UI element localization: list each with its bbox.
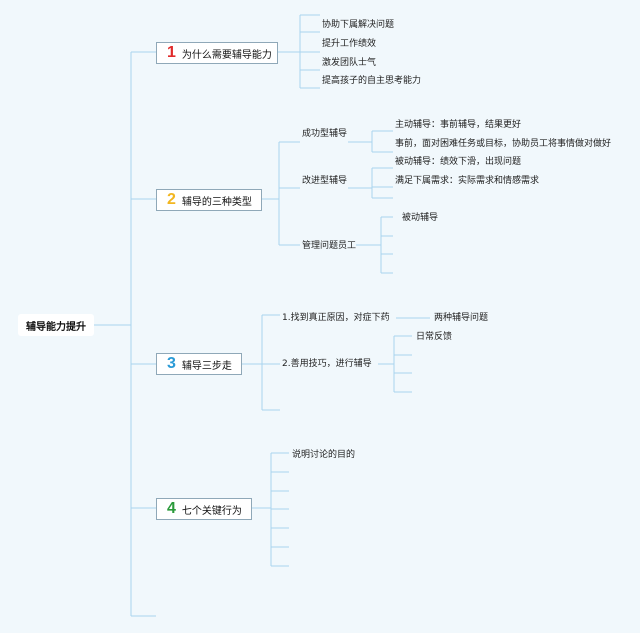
- branch-1-child-2[interactable]: 提升工作绩效: [322, 39, 377, 49]
- branch-1-node[interactable]: 1 为什么需要辅导能力: [156, 42, 278, 64]
- branch-1-number: 1: [167, 44, 176, 61]
- branch-2-node[interactable]: 2 辅导的三种类型: [156, 189, 262, 211]
- branch-4-child-1[interactable]: 说明讨论的目的: [292, 450, 356, 460]
- branch-4-number: 4: [167, 500, 176, 517]
- branch-1-child-4[interactable]: 提高孩子的自主思考能力: [322, 76, 422, 86]
- branch-2-sub-3-child-1[interactable]: 被动辅导: [402, 213, 439, 223]
- root-label: 辅导能力提升: [26, 321, 86, 333]
- branch-2-sub-2-child-1[interactable]: 被动辅导：绩效下滑，出现问题: [395, 157, 522, 167]
- root-node[interactable]: 辅导能力提升: [18, 314, 94, 336]
- branch-4-node[interactable]: 4 七个关键行为: [156, 498, 252, 520]
- branch-2-number: 2: [167, 191, 176, 208]
- branch-3-label: 辅导三步走: [181, 360, 232, 372]
- branch-2-sub-1[interactable]: 成功型辅导: [302, 129, 348, 139]
- branch-1-child-3[interactable]: 激发团队士气: [322, 58, 377, 68]
- branch-2-sub-1-child-2[interactable]: 事前，面对困难任务或目标，协助员工将事情做对做好: [395, 139, 612, 149]
- branch-3-sub-2-child-1[interactable]: 日常反馈: [416, 332, 453, 342]
- branch-3-sub-1[interactable]: 1.找到真正原因，对症下药: [282, 313, 390, 323]
- branch-3-node[interactable]: 3 辅导三步走: [156, 353, 242, 375]
- branch-3-number: 3: [167, 355, 176, 372]
- branch-4-label: 七个关键行为: [181, 505, 242, 517]
- branch-2-sub-2-child-2[interactable]: 满足下属需求：实际需求和情感需求: [395, 176, 540, 186]
- branch-2-sub-1-child-1[interactable]: 主动辅导：事前辅导，结果更好: [395, 120, 522, 130]
- branch-3-sub-2[interactable]: 2.善用技巧，进行辅导: [282, 359, 372, 369]
- branch-3-sub-1-child-1[interactable]: 两种辅导问题: [434, 313, 489, 323]
- branch-1-child-1[interactable]: 协助下属解决问题: [322, 20, 395, 30]
- branch-1-label: 为什么需要辅导能力: [181, 49, 272, 61]
- branch-2-sub-3[interactable]: 管理问题员工: [302, 241, 357, 251]
- branch-2-label: 辅导的三种类型: [181, 196, 252, 208]
- branch-2-sub-2[interactable]: 改进型辅导: [302, 176, 348, 186]
